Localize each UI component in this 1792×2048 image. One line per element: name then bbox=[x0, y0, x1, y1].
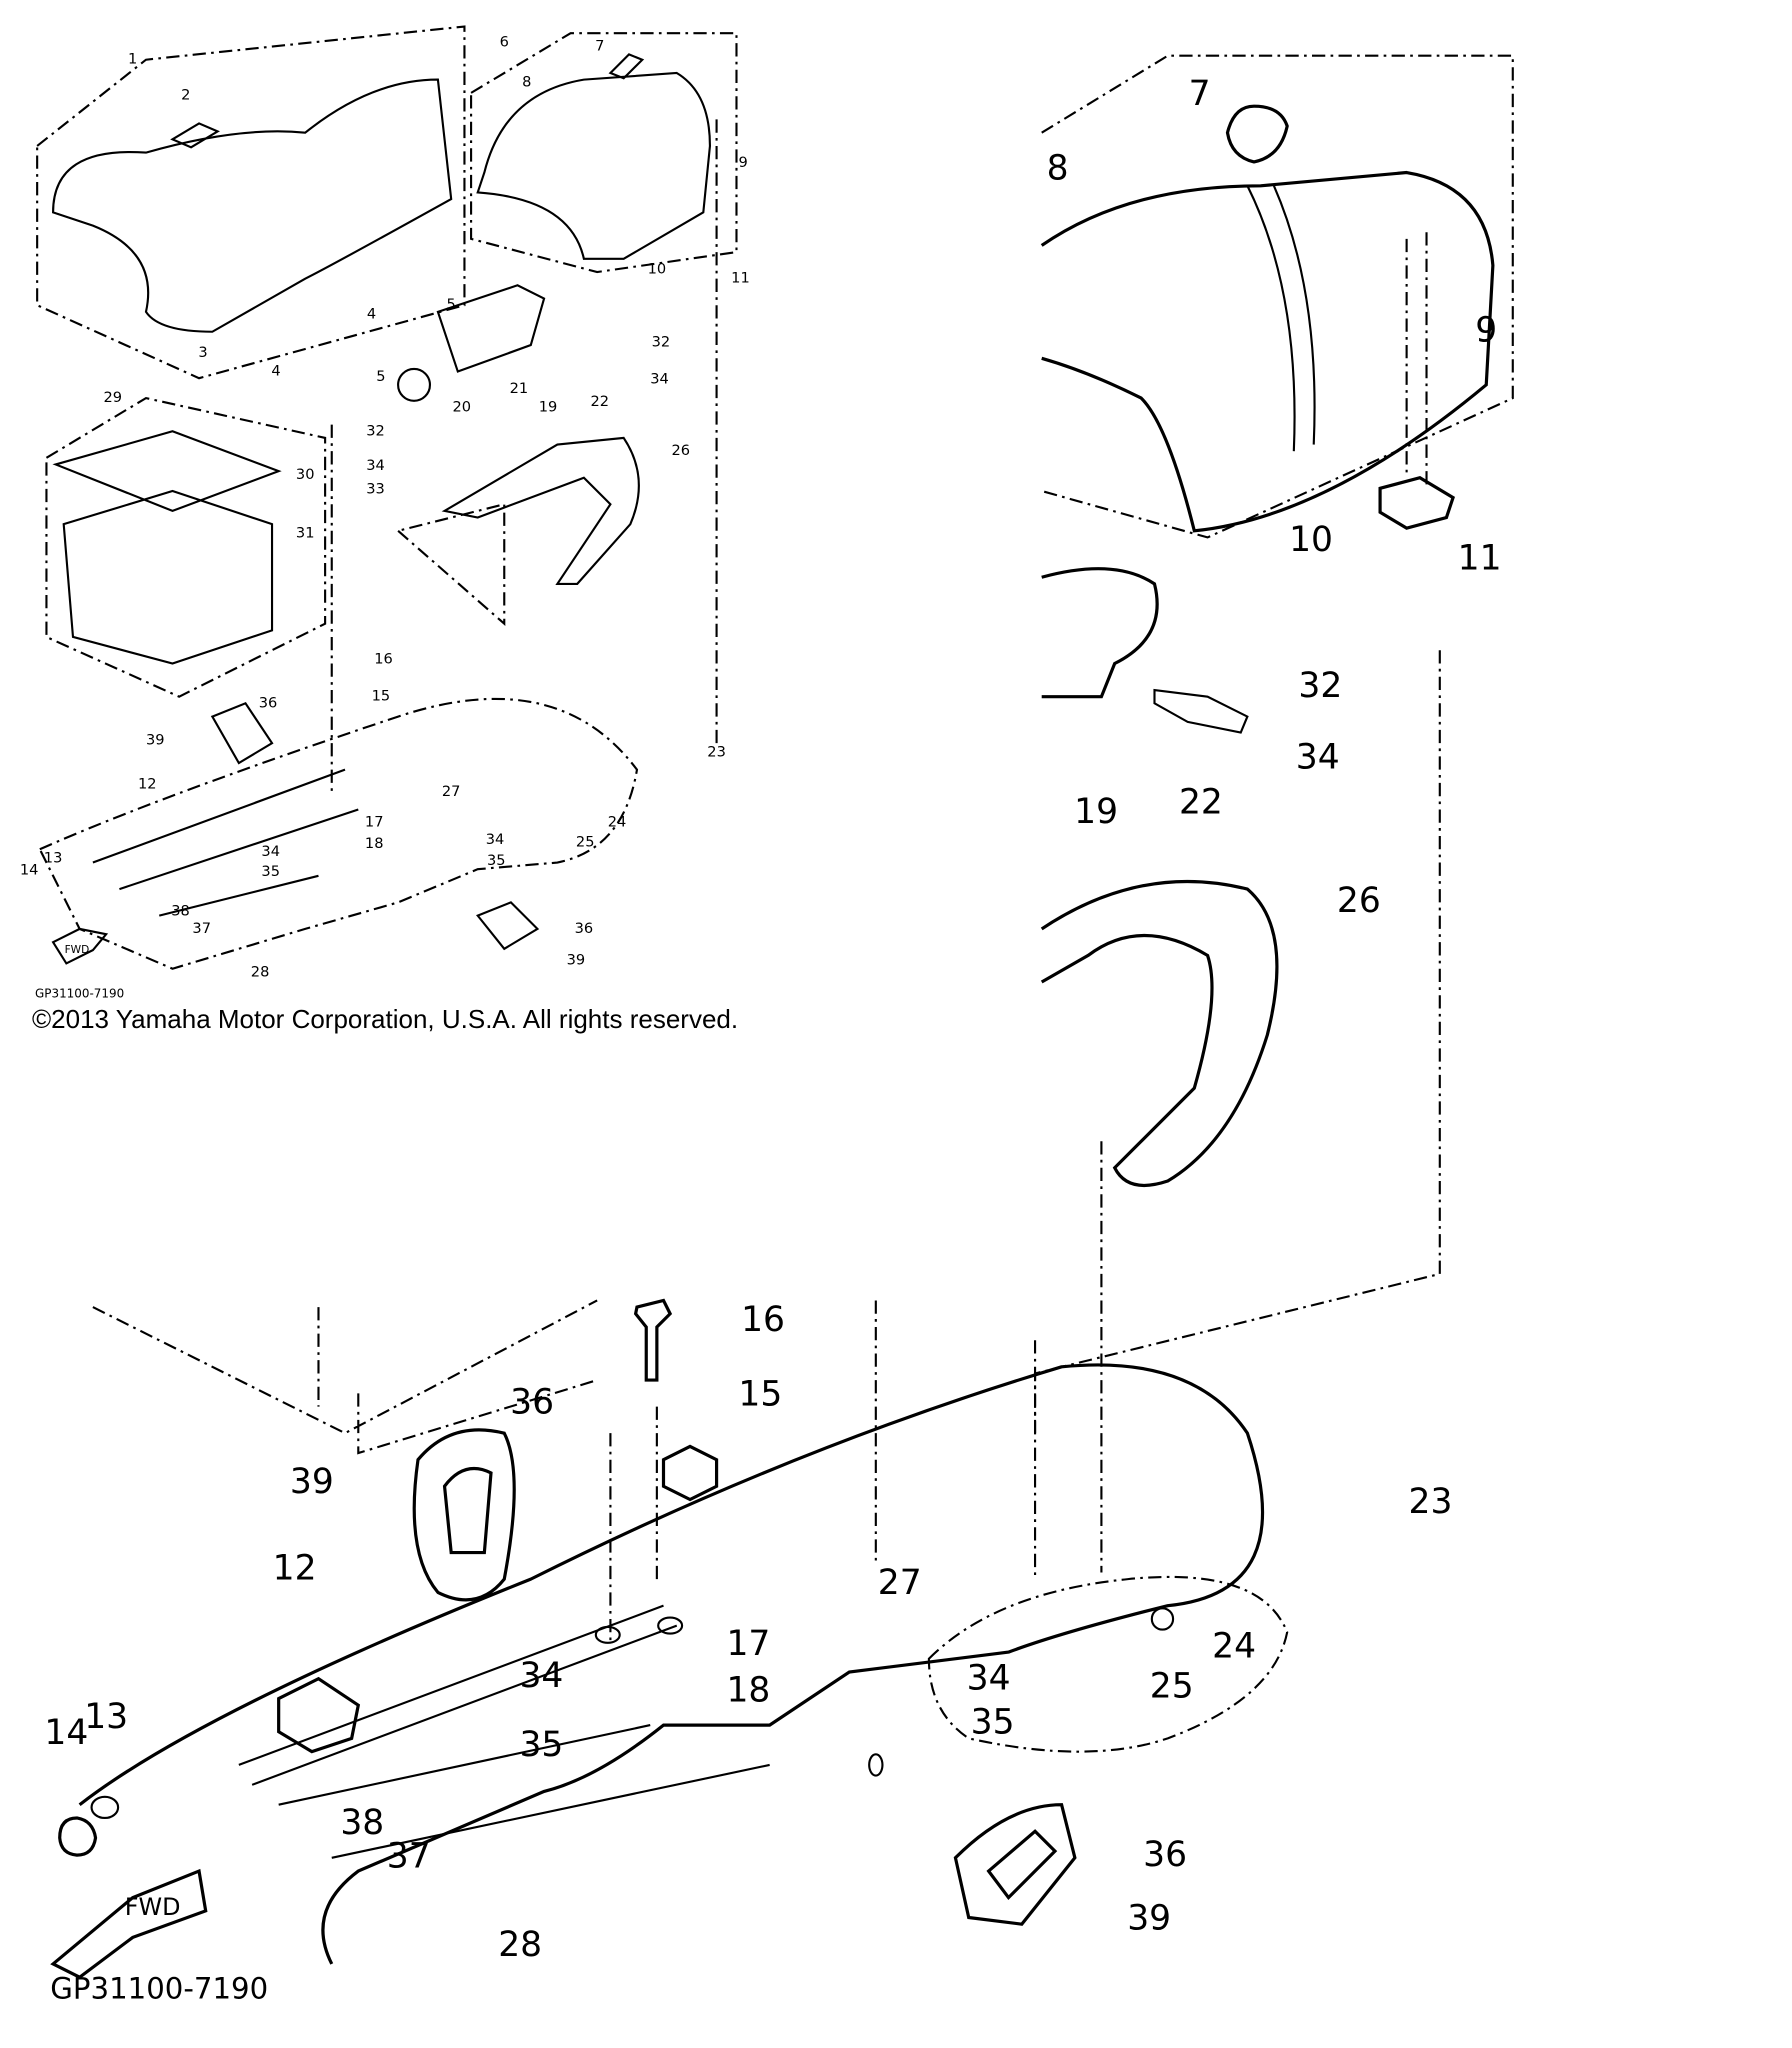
small-callout-10: 10 bbox=[648, 260, 667, 277]
small-callout-8: 8 bbox=[522, 73, 531, 90]
small-callout-30: 30 bbox=[296, 466, 315, 483]
large-callout-36: 36 bbox=[510, 1382, 554, 1422]
large-callout-12: 12 bbox=[273, 1548, 317, 1588]
large-callout-22: 22 bbox=[1179, 783, 1223, 823]
small-callout-34: 34 bbox=[261, 843, 280, 860]
small-callout-32: 32 bbox=[652, 333, 671, 350]
large-callout-36: 36 bbox=[1143, 1835, 1187, 1875]
small-callout-35: 35 bbox=[487, 852, 506, 869]
small-callout-4: 4 bbox=[367, 305, 376, 322]
small-callout-34: 34 bbox=[650, 371, 669, 388]
small-callout-31: 31 bbox=[296, 524, 315, 541]
large-callout-34: 34 bbox=[519, 1656, 563, 1696]
small-callout-22: 22 bbox=[591, 393, 610, 410]
small-callout-12: 12 bbox=[138, 775, 157, 792]
small-callout-2: 2 bbox=[181, 87, 190, 104]
large-callout-16: 16 bbox=[741, 1300, 785, 1340]
small-callout-3: 3 bbox=[198, 344, 207, 361]
large-callout-17: 17 bbox=[726, 1624, 770, 1664]
large-callout-32: 32 bbox=[1298, 666, 1342, 706]
large-callout-9: 9 bbox=[1475, 310, 1497, 350]
large-callout-26: 26 bbox=[1337, 881, 1381, 921]
copyright-notice: ©2013 Yamaha Motor Corporation, U.S.A. A… bbox=[32, 1004, 739, 1034]
small-callout-1: 1 bbox=[128, 51, 137, 68]
large-callout-8: 8 bbox=[1047, 148, 1069, 188]
small-callout-36: 36 bbox=[259, 694, 278, 711]
small-callout-4: 4 bbox=[271, 363, 280, 380]
large-callout-15: 15 bbox=[738, 1375, 782, 1415]
small-callout-33: 33 bbox=[366, 481, 385, 498]
small-callout-37: 37 bbox=[192, 920, 211, 937]
small-callout-36: 36 bbox=[575, 920, 594, 937]
small-callout-34: 34 bbox=[366, 457, 385, 474]
large-drawing-code: GP31100-7190 bbox=[50, 1972, 268, 2006]
small-callout-29: 29 bbox=[104, 389, 123, 406]
large-callout-28: 28 bbox=[498, 1925, 542, 1965]
large-callout-35: 35 bbox=[971, 1702, 1015, 1742]
small-callout-9: 9 bbox=[738, 154, 747, 171]
large-callout-14: 14 bbox=[44, 1713, 88, 1753]
small-callout-28: 28 bbox=[251, 964, 270, 981]
large-callout-7: 7 bbox=[1189, 74, 1211, 114]
small-callout-39: 39 bbox=[146, 731, 165, 748]
small-callout-20: 20 bbox=[453, 398, 472, 415]
small-callout-11: 11 bbox=[731, 270, 750, 287]
small-diagram bbox=[36, 25, 738, 970]
large-callout-34: 34 bbox=[1296, 738, 1340, 778]
small-callout-17: 17 bbox=[365, 814, 384, 831]
large-callout-39: 39 bbox=[290, 1462, 334, 1502]
small-callout-25: 25 bbox=[576, 834, 595, 851]
large-callout-18: 18 bbox=[726, 1670, 770, 1710]
small-callout-13: 13 bbox=[44, 850, 63, 867]
small-callout-21: 21 bbox=[510, 380, 529, 397]
large-callout-35: 35 bbox=[519, 1725, 563, 1765]
small-callout-38: 38 bbox=[171, 903, 190, 920]
large-callout-10: 10 bbox=[1289, 520, 1333, 560]
small-callout-15: 15 bbox=[372, 688, 391, 705]
large-callout-24: 24 bbox=[1212, 1627, 1256, 1667]
large-callout-39: 39 bbox=[1127, 1899, 1171, 1939]
small-callout-16: 16 bbox=[374, 651, 393, 668]
small-callout-7: 7 bbox=[595, 37, 604, 54]
large-callout-27: 27 bbox=[878, 1563, 922, 1603]
small-callout-35: 35 bbox=[261, 863, 280, 880]
small-callout-5: 5 bbox=[376, 368, 385, 385]
small-callout-18: 18 bbox=[365, 835, 384, 852]
large-callout-23: 23 bbox=[1409, 1482, 1453, 1522]
large-callout-38: 38 bbox=[340, 1803, 384, 1843]
small-callout-34: 34 bbox=[486, 831, 505, 848]
small-callout-6: 6 bbox=[500, 33, 509, 50]
small-drawing-code: GP31100-7190 bbox=[35, 986, 124, 1000]
large-callout-34: 34 bbox=[967, 1658, 1011, 1698]
large-diagram bbox=[50, 54, 1514, 1980]
small-callout-19: 19 bbox=[539, 398, 558, 415]
small-callout-23: 23 bbox=[707, 743, 726, 760]
large-fwd-label: FWD bbox=[125, 1893, 181, 1921]
large-callout-13: 13 bbox=[84, 1697, 128, 1737]
small-callout-27: 27 bbox=[442, 783, 461, 800]
small-callout-24: 24 bbox=[608, 814, 627, 831]
small-callout-5: 5 bbox=[447, 296, 456, 313]
small-fwd-label: FWD bbox=[65, 943, 90, 956]
large-callout-25: 25 bbox=[1150, 1666, 1194, 1706]
small-callout-26: 26 bbox=[671, 442, 690, 459]
large-callout-19: 19 bbox=[1074, 792, 1118, 832]
small-callout-39: 39 bbox=[567, 952, 586, 969]
small-callout-32: 32 bbox=[366, 422, 385, 439]
large-callout-37: 37 bbox=[387, 1836, 431, 1876]
large-callout-11: 11 bbox=[1458, 538, 1502, 578]
small-callout-14: 14 bbox=[20, 862, 39, 879]
